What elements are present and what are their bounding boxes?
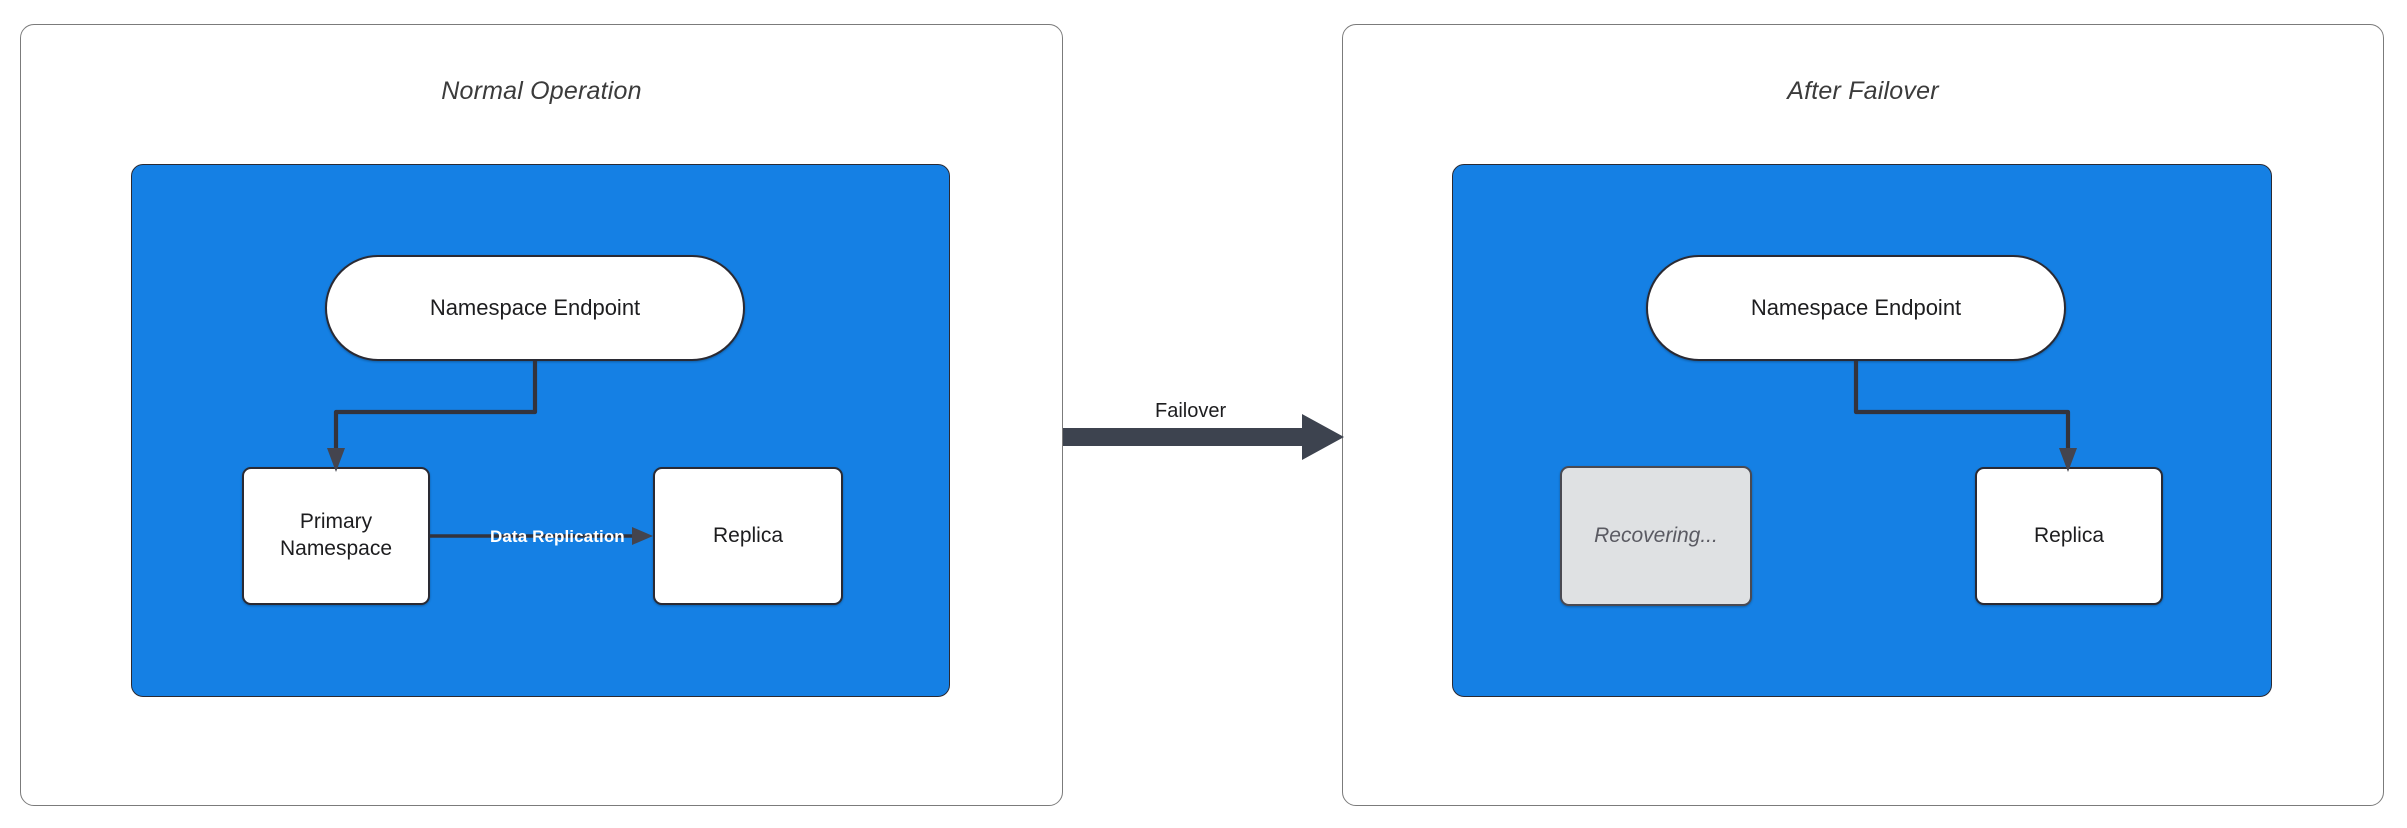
node-label: Namespace Endpoint: [1750, 294, 1962, 320]
node-label: Namespace Endpoint: [429, 294, 641, 320]
region-namespace-group-left: [131, 164, 950, 697]
node-namespace-endpoint-right[interactable]: Namespace Endpoint: [1646, 255, 2066, 361]
region-namespace-group-right: [1452, 164, 2272, 697]
node-label: Replica: [2033, 523, 2105, 547]
node-replica-right[interactable]: Replica: [1975, 467, 2163, 605]
edge-label-data-replication: Data Replication: [490, 527, 625, 546]
node-replica-left[interactable]: Replica: [653, 467, 843, 605]
panel-title-after-failover: After Failover: [1787, 77, 1939, 105]
node-primary-namespace[interactable]: Primary Namespace: [242, 467, 430, 605]
node-label: Primary Namespace: [279, 510, 393, 560]
panel-title-normal-operation: Normal Operation: [441, 77, 642, 105]
edge-label-failover: Failover: [1155, 400, 1227, 422]
node-label: Replica: [712, 523, 784, 547]
node-label: Recovering...: [1594, 523, 1718, 547]
node-namespace-endpoint-left[interactable]: Namespace Endpoint: [325, 255, 745, 361]
node-recovering[interactable]: Recovering...: [1560, 466, 1752, 606]
